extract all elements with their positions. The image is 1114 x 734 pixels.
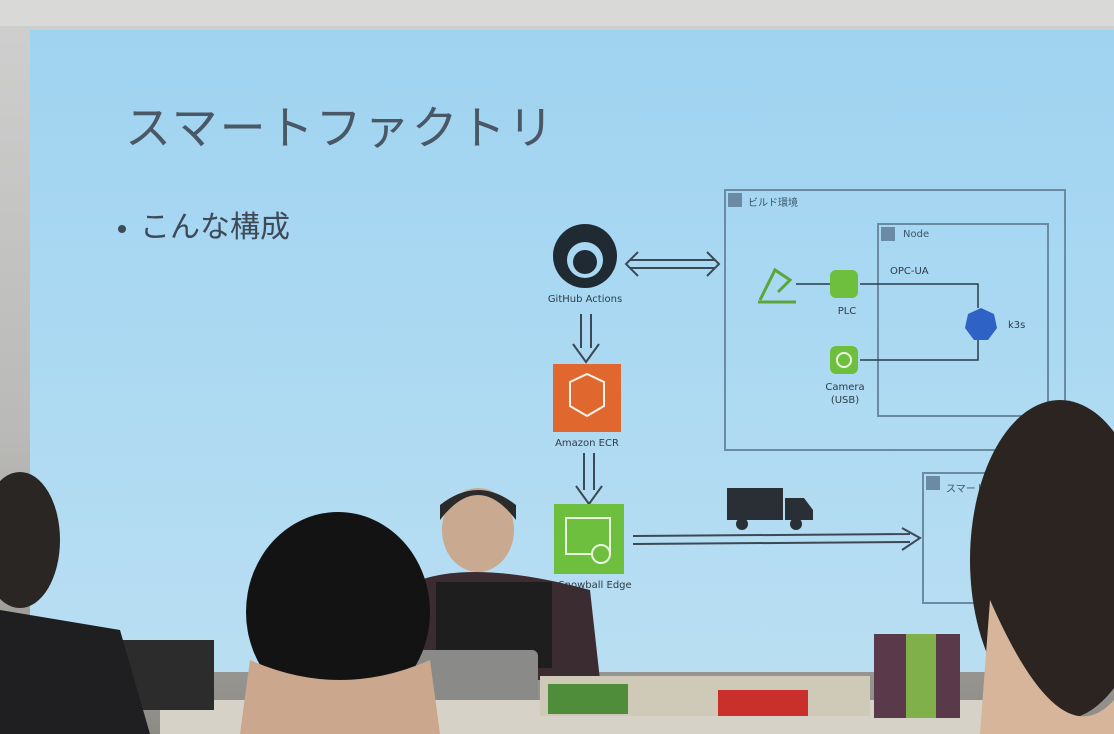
ship-arrow xyxy=(632,527,922,551)
github-label: GitHub Actions xyxy=(547,294,623,305)
architecture-diagram xyxy=(553,189,1066,604)
down-arrow-1 xyxy=(572,314,600,364)
sync-arrow xyxy=(624,251,721,277)
truck-icon xyxy=(727,488,813,530)
robot-arm-icon xyxy=(758,267,796,304)
build-env-label: ビルド環境 xyxy=(748,198,798,209)
k3s-icon xyxy=(965,308,997,340)
ecr-icon xyxy=(553,364,621,432)
connection-lines xyxy=(796,283,979,361)
speaker-head xyxy=(442,488,514,572)
audience-head-center xyxy=(246,512,430,712)
camera-sub-label: (USB) xyxy=(830,395,860,406)
ceiling xyxy=(0,0,1114,26)
audience-head-left xyxy=(0,472,60,608)
node-box xyxy=(877,223,1049,417)
plc-icon xyxy=(830,270,858,298)
camera-icon xyxy=(830,346,858,374)
bullet-dot xyxy=(118,224,126,233)
k3s-label: k3s xyxy=(1008,320,1026,331)
build-env-box xyxy=(724,189,1066,451)
plc-label: PLC xyxy=(837,306,857,317)
node-label: Node xyxy=(903,229,930,240)
snowball-label: Snowball Edge xyxy=(558,580,632,591)
projector-screen: スマートファクトリ こんな構成 xyxy=(30,30,1114,672)
slide-title: スマートファクトリ xyxy=(125,101,556,155)
ecr-label: Amazon ECR xyxy=(555,438,619,449)
opcua-label: OPC-UA xyxy=(890,266,929,277)
bullet-text: こんな構成 xyxy=(140,210,290,245)
slide-bullet: こんな構成 xyxy=(118,202,290,246)
camera-label: Camera xyxy=(825,382,865,393)
